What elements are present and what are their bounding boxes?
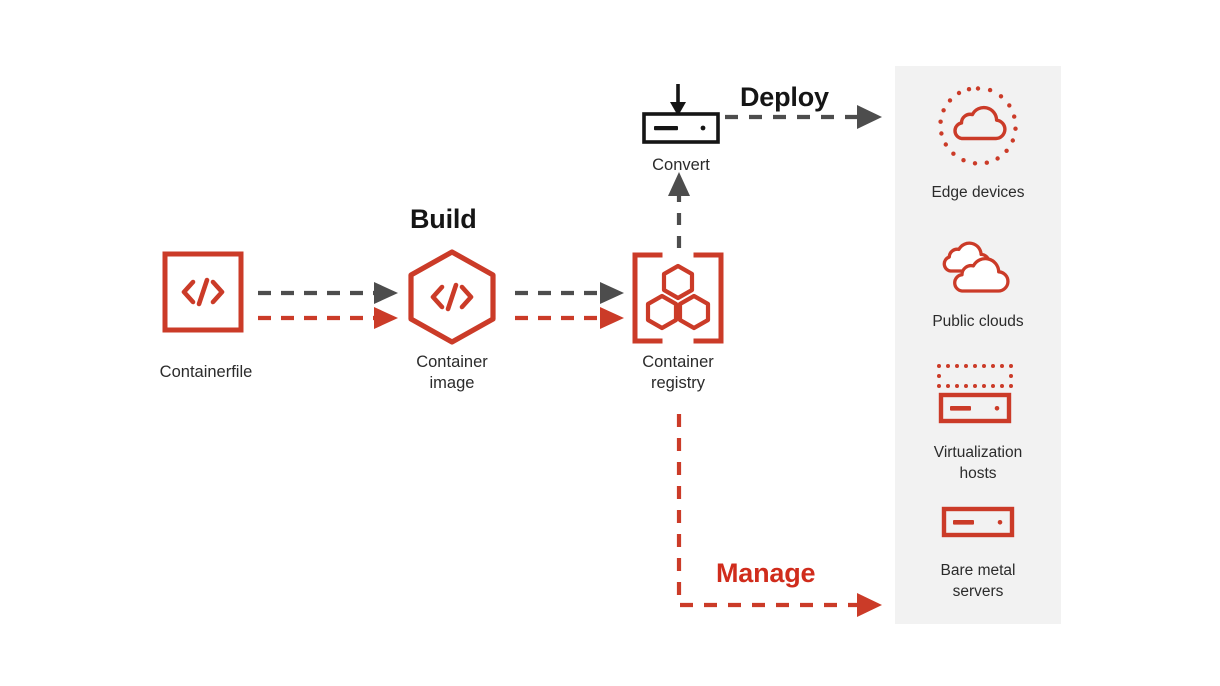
code-square-icon [162, 251, 244, 333]
edge-containerfile-to-image-gray [258, 282, 398, 304]
code-hexagon-icon [408, 249, 496, 345]
dotted-box-server-icon [937, 364, 1013, 424]
convert-server-icon [642, 84, 720, 144]
target-label-edge-devices: Edge devices [931, 184, 1025, 201]
target-label-virtualization-hosts: Virtualization hosts [933, 444, 1023, 482]
target-label-bare-metal-servers: Bare metal servers [940, 562, 1016, 600]
step-title-manage: Manage [716, 558, 816, 588]
edge-image-to-registry-gray [515, 282, 624, 304]
deployment-targets-panel: Edge devices Public clouds Virtualizatio… [895, 66, 1061, 624]
edge-image-to-registry-red [515, 307, 624, 329]
step-title-build: Build [410, 204, 477, 234]
cloud-dotted-circle-icon [938, 86, 1018, 166]
node-label-container-image: Container image [416, 353, 488, 392]
node-label-containerfile: Containerfile [159, 363, 253, 381]
target-label-public-clouds: Public clouds [932, 313, 1024, 330]
registry-hexagons-icon [632, 252, 724, 344]
edge-registry-to-convert [668, 172, 690, 248]
node-label-convert: Convert [652, 156, 710, 174]
edge-containerfile-to-image-red [258, 307, 398, 329]
server-icon [941, 506, 1015, 538]
node-label-container-registry: Container registry [642, 353, 714, 392]
double-cloud-icon [942, 241, 1010, 293]
step-title-deploy: Deploy [740, 82, 829, 112]
